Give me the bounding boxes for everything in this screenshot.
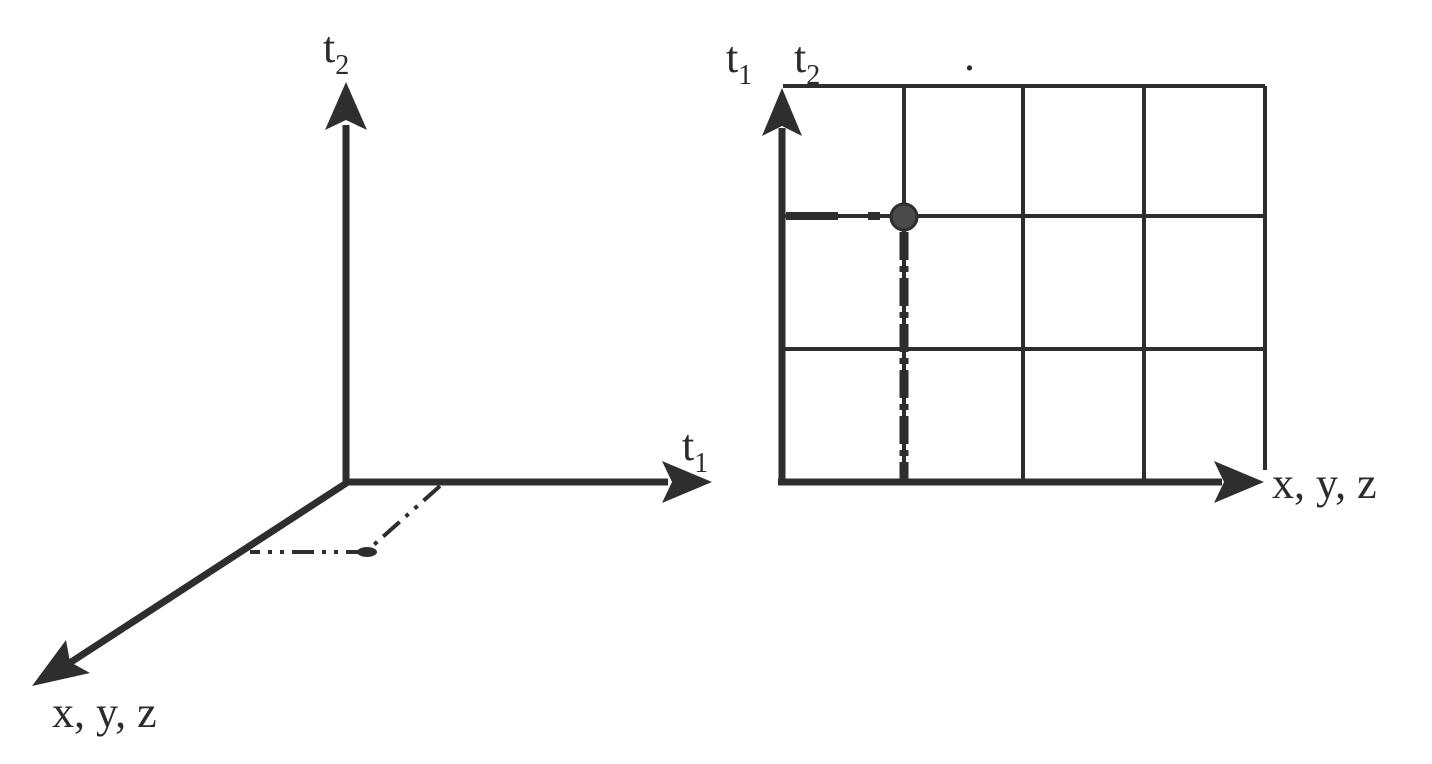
left-xyz-label: x, y, z [52, 688, 157, 737]
left-point-marker [357, 547, 377, 557]
grid-lines [783, 84, 1267, 482]
left-diagonal-arrowhead [32, 640, 90, 686]
right-horizontal-arrowhead [1214, 461, 1264, 503]
left-t1-label: t1 [682, 421, 708, 479]
left-axes-diagram: t2 t1 x, y, z [32, 23, 712, 737]
projection-line-to-t1 [366, 484, 442, 552]
right-xyz-label: x, y, z [1272, 459, 1377, 508]
left-vertical-arrowhead [325, 82, 367, 130]
left-horizontal-arrowhead [662, 461, 712, 503]
left-t2-label: t2 [323, 23, 349, 81]
right-vertical-arrowhead [762, 88, 802, 136]
right-t2-label: t2 [794, 33, 820, 91]
right-grid-diagram: t1 t2 . x, y, z [726, 31, 1377, 508]
right-t1-label: t1 [726, 33, 752, 91]
right-top-mark: . [964, 31, 975, 80]
grid-point-marker [889, 202, 919, 232]
left-diagonal-axis [66, 479, 350, 667]
